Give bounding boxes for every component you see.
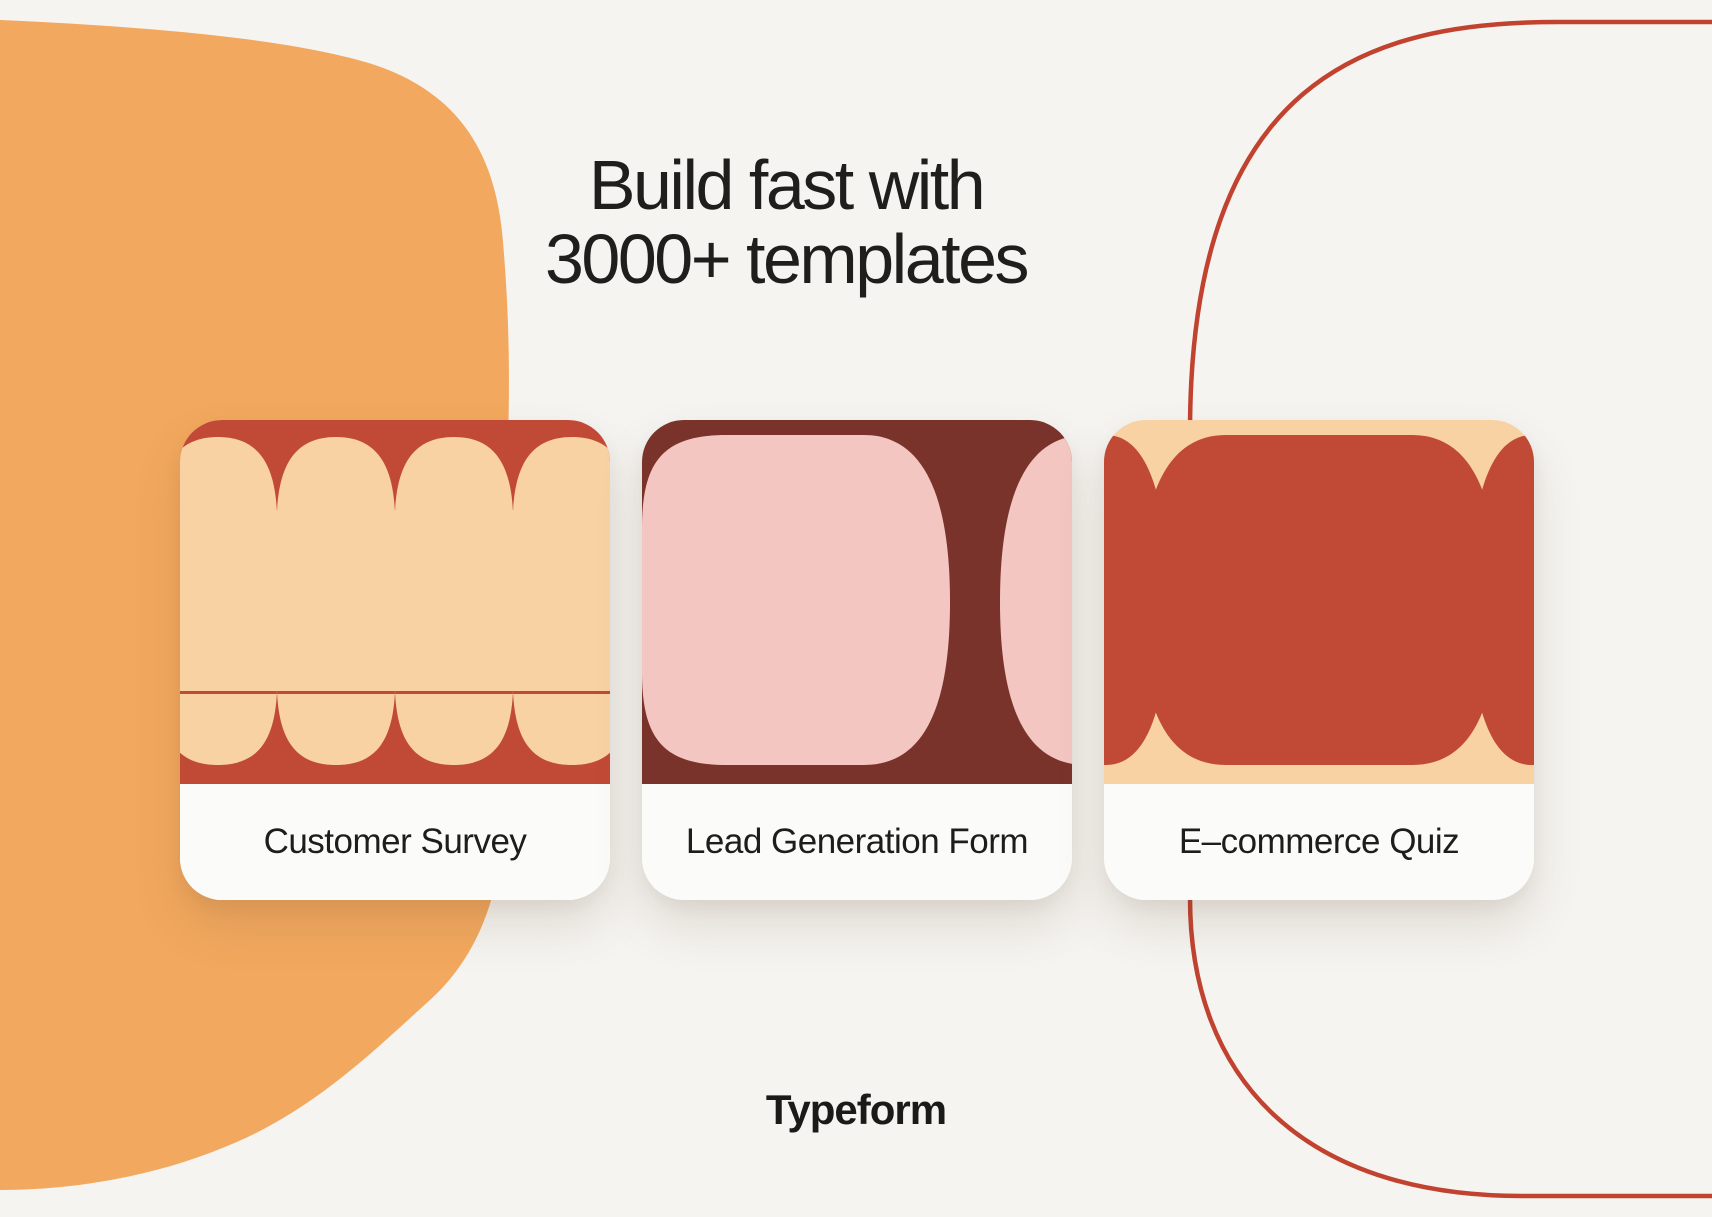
card-lead-generation-form[interactable]: Lead Generation Form (642, 420, 1072, 900)
template-card-row: Customer Survey Lead Generation Form E–c… (0, 420, 1712, 900)
title-line-1: Build fast with (588, 146, 986, 224)
red-panel-right-edge (1470, 435, 1534, 765)
card-label: E–commerce Quiz (1104, 784, 1534, 900)
page-title: Build fast with 3000+ templates (356, 148, 1216, 296)
panel-right (1000, 436, 1072, 764)
customer-survey-illustration (180, 420, 610, 784)
lead-generation-illustration (642, 420, 1072, 784)
red-panel-center (1140, 435, 1498, 765)
scallop-pattern (180, 437, 610, 765)
card-customer-survey[interactable]: Customer Survey (180, 420, 610, 900)
title-line-2: 3000+ templates (544, 220, 1030, 298)
ecommerce-quiz-illustration (1104, 420, 1534, 784)
panel-left (642, 435, 950, 765)
card-label: Lead Generation Form (642, 784, 1072, 900)
brand-wordmark: Typeform (765, 1086, 947, 1133)
red-outline-curve (1187, 19, 1712, 1199)
card-label: Customer Survey (180, 784, 610, 900)
card-ecommerce-quiz[interactable]: E–commerce Quiz (1104, 420, 1534, 900)
